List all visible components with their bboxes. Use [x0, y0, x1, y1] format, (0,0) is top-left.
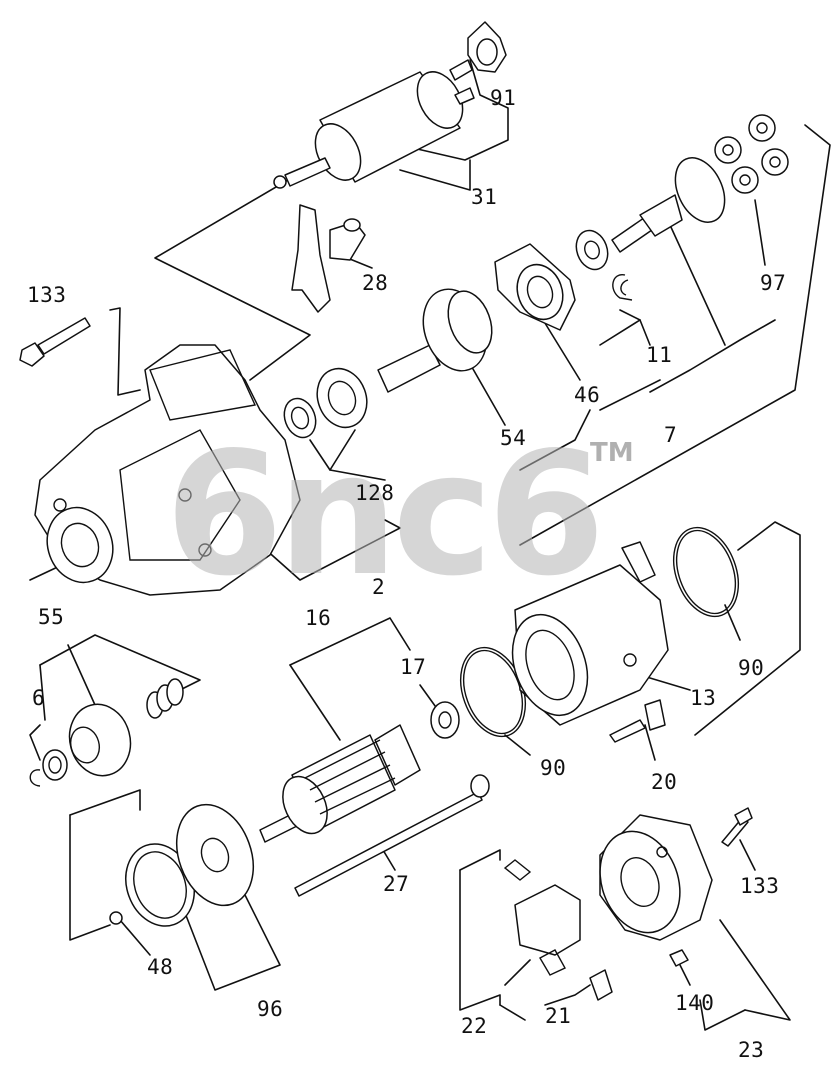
terminal-part: [609, 699, 666, 743]
callout-13: 13: [690, 686, 717, 710]
callout-97: 97: [760, 271, 787, 295]
brush-part: [589, 969, 613, 1001]
callout-31: 31: [471, 185, 498, 209]
watermark-trademark: TM: [590, 438, 634, 468]
stop-ring-part: [29, 749, 68, 787]
gear-shaft-part: [611, 157, 726, 253]
callout-16: 16: [305, 606, 332, 630]
internal-gear-part: [494, 243, 576, 331]
bolt-part: [19, 317, 91, 367]
callout-23: 23: [738, 1038, 765, 1062]
callout-6: 6: [32, 686, 46, 710]
brush-holder-part: [503, 859, 581, 976]
callout-17: 17: [400, 655, 427, 679]
gear-case-part: [34, 344, 301, 596]
callout-20: 20: [651, 770, 678, 794]
o-ring-part: [460, 526, 739, 738]
callout-7: 7: [664, 423, 678, 447]
callout-55: 55: [38, 605, 65, 629]
bolt-right-part: [721, 807, 753, 847]
callout-133-right: 133: [740, 874, 780, 898]
callout-28: 28: [362, 271, 389, 295]
ball-bearing-part: [283, 367, 368, 439]
leader-lines: [29, 59, 831, 1031]
bearing-part: [430, 701, 460, 739]
callout-46: 46: [574, 383, 601, 407]
callout-133-top: 133: [27, 283, 67, 307]
callout-91: 91: [490, 86, 517, 110]
spring-part: [146, 678, 184, 719]
callout-96: 96: [257, 997, 284, 1021]
callout-2: 2: [372, 575, 386, 599]
callout-140: 140: [675, 991, 715, 1015]
callout-48: 48: [147, 955, 174, 979]
solenoid-switch-part: [273, 59, 475, 189]
shift-lever-part: [291, 204, 366, 313]
through-bolt-part: [294, 774, 490, 897]
callout-21: 21: [545, 1004, 572, 1028]
washer-part: [575, 229, 609, 271]
callout-54: 54: [500, 426, 527, 450]
nut-part: [669, 949, 689, 967]
pinion-shaft-part: [377, 288, 493, 393]
clamp-ring-part: [467, 21, 507, 73]
rear-cover-part: [599, 814, 713, 941]
callout-128: 128: [355, 481, 395, 505]
callout-27: 27: [383, 872, 410, 896]
callout-90-middle: 90: [540, 756, 567, 780]
yoke-assembly-part: [511, 541, 669, 726]
plate-part: [176, 803, 254, 907]
callout-11: 11: [646, 343, 673, 367]
snap-ring-part: [612, 274, 633, 301]
planetary-gears-part: [714, 114, 789, 194]
callout-22: 22: [461, 1014, 488, 1038]
pinion-gear-part: [68, 703, 132, 777]
watermark-logo: 6nc6: [165, 416, 605, 614]
callout-90-right: 90: [738, 656, 765, 680]
armature-part: [259, 724, 421, 843]
